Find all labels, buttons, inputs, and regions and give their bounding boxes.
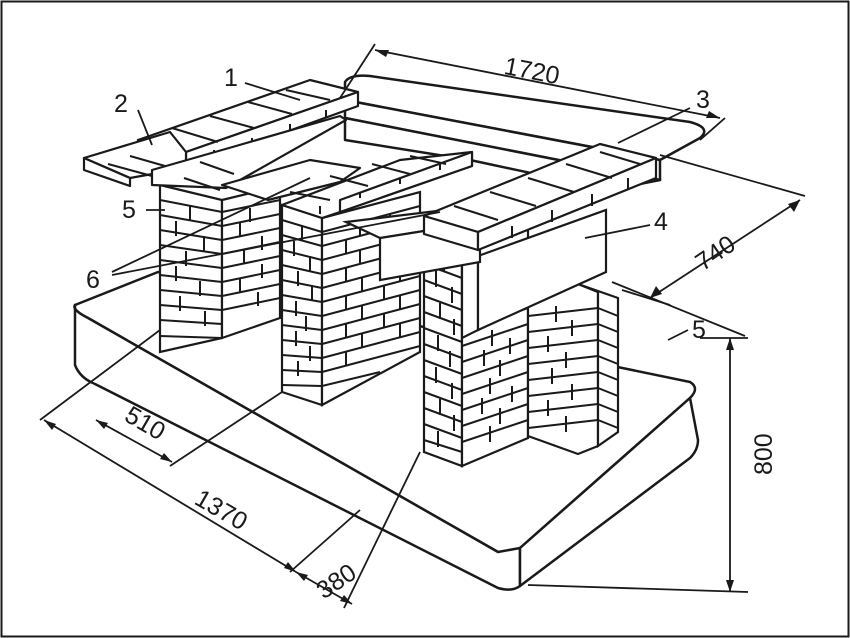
slab-front <box>73 303 522 591</box>
dimension-ticks <box>44 50 800 604</box>
slab-right <box>518 396 700 588</box>
leader-lines <box>111 82 691 341</box>
dim-base-offset: 380 <box>311 558 361 605</box>
leader-3 <box>617 107 691 144</box>
upper-beams <box>150 114 658 252</box>
callout-4: 4 <box>654 208 668 236</box>
callout-2: 2 <box>114 90 128 118</box>
dim-depth: 740 <box>690 230 740 277</box>
leader-4 <box>584 224 651 239</box>
dim-length: 1370 <box>190 484 252 536</box>
callout-1: 1 <box>224 64 238 92</box>
dim-height: 800 <box>750 433 778 475</box>
leader-6a <box>111 177 311 273</box>
back-right-pier-courses <box>527 306 619 432</box>
leader-2 <box>137 109 153 146</box>
callout-5-right: 5 <box>692 316 706 344</box>
dim-width-top: 1720 <box>502 52 562 90</box>
callout-3: 3 <box>696 86 710 114</box>
callout-5-left: 5 <box>122 196 136 224</box>
leader-1 <box>244 82 301 101</box>
callout-6: 6 <box>86 266 100 294</box>
dimension-lines <box>39 43 806 609</box>
back-right-pier <box>526 282 620 456</box>
inner-leg <box>460 208 608 340</box>
leader-6b <box>111 211 441 276</box>
leader-5b <box>667 329 689 341</box>
base-slab <box>73 270 700 591</box>
upper-beam-joints <box>151 151 641 238</box>
